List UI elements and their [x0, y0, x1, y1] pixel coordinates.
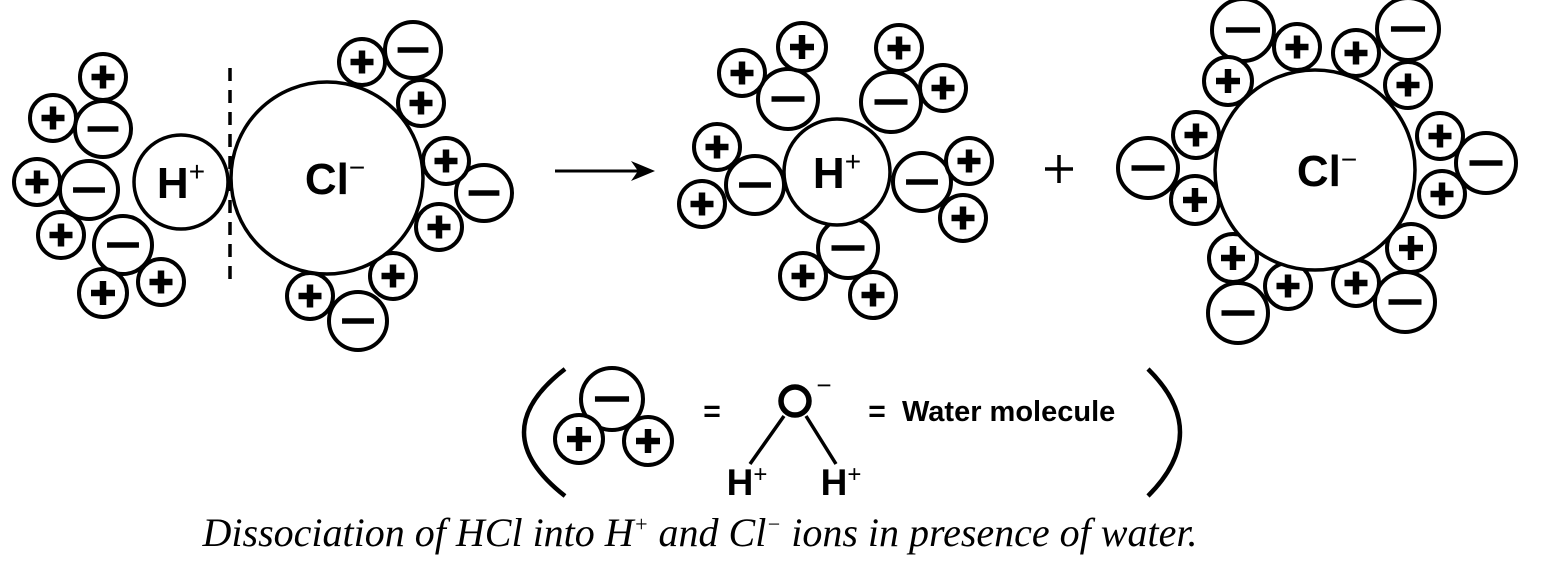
figure-caption: Dissociation of HCl into H+ and Cl− ions…	[202, 510, 1198, 555]
hydrogen-label: H+	[821, 461, 862, 503]
chloride-ion-label: Cl−	[305, 152, 365, 204]
hydrogen-ion-label: H+	[157, 156, 205, 208]
o-h-bond	[748, 414, 786, 466]
equals-sign: =	[868, 395, 886, 428]
hydrogen-label: H+	[727, 461, 768, 503]
legend-close-paren	[1146, 367, 1183, 498]
chloride-ion-label: Cl−	[1297, 144, 1357, 196]
equals-sign: =	[703, 395, 721, 428]
o-h-bond	[804, 415, 838, 465]
oxygen-atom	[778, 384, 812, 418]
hydrogen-ion-circle	[132, 133, 230, 231]
water-molecule-label: Water molecule	[902, 396, 1115, 428]
reaction-arrow-head	[631, 161, 655, 181]
hydrogen-ion-label: H+	[813, 146, 861, 198]
hydrogen-ion-circle	[782, 117, 892, 227]
legend-open-paren	[521, 367, 567, 498]
chloride-ion-circle	[1213, 68, 1417, 272]
oxygen-charge-sup: −	[816, 370, 831, 400]
